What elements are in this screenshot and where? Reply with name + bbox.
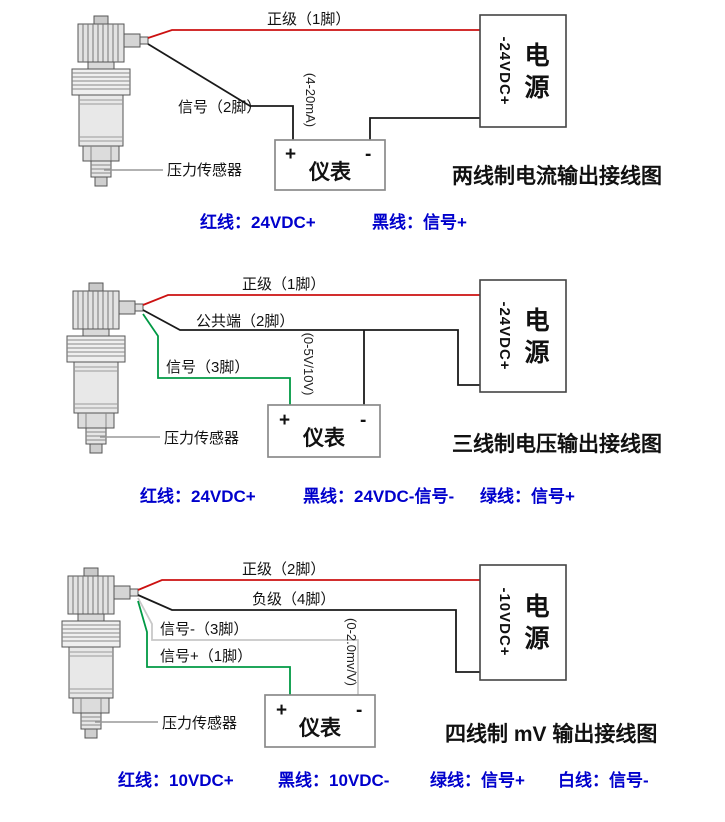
s2-label-signal: 信号（3脚） [166,359,249,376]
s1-wire-instrument-to-power [369,117,480,140]
s1-power-rail-label: -24VDC+ [496,36,513,105]
s2-instrument-name: 仪表 [302,427,346,450]
s3-power-rail-label: -10VDC+ [496,587,513,656]
s2-power-rail-label: -24VDC+ [496,301,513,370]
s3-label-sensor: 压力传感器 [162,715,237,732]
s2-wire-common [142,309,480,386]
s3-wire-signal-plus [137,600,291,695]
s1-instrument-name: 仪表 [308,161,352,184]
s3-legend-green: 绿线：信号+ [430,770,525,790]
s1-legend-black: 黑线：信号+ [372,212,467,232]
s1-power-box [479,14,567,128]
s3-power-box [479,564,567,681]
s2-power-box [479,279,567,393]
s3-instrument-name: 仪表 [298,717,342,740]
s1-label-signal: 信号（2脚） [178,99,261,116]
s3-label-positive: 正级（2脚） [242,561,325,578]
s2-wire-positive [142,294,480,306]
s3-pressure-sensor-figure [61,567,139,739]
s2-label-range: (0-5V/10V) [301,333,316,396]
s3-power-word-bottom: 源 [524,625,549,653]
s3-label-signal-plus: 信号+（1脚） [160,648,252,665]
s2-wire-signal [142,313,291,405]
s2-section-title: 三线制电压输出接线图 [452,432,662,456]
s1-pressure-sensor-figure [71,15,149,187]
s2-power-word-bottom: 源 [524,339,549,367]
s3-label-signal-minus: 信号-（3脚） [160,621,248,638]
s3-section-title: 四线制 mV 输出接线图 [445,722,657,746]
s3-instrument-box [264,694,376,748]
s1-instrument-plus: + [285,144,296,165]
s3-instrument-plus: + [276,700,287,721]
s3-legend-red: 红线：10VDC+ [118,770,234,790]
s1-instrument-box [274,139,386,191]
s1-label-positive: 正级（1脚） [267,11,350,28]
s3-wire-positive [137,579,480,591]
s2-instrument-plus: + [279,410,290,431]
s3-label-range: (0-2.0mv/V) [344,618,359,686]
s1-label-range: (4-20mA) [303,73,318,127]
s1-legend-red: 红线：24VDC+ [200,212,316,232]
s2-legend-red: 红线：24VDC+ [140,486,256,506]
s2-legend-green: 绿线：信号+ [480,486,575,506]
s2-power-word-top: 电 [524,307,549,335]
section-two-wire-current: 正级（1脚） 信号（2脚） (4-20mA) 压力传感器 + - 仪表 -24V… [71,11,662,232]
s2-label-positive: 正级（1脚） [242,276,325,293]
s3-legend-black: 黑线：10VDC- [278,770,389,790]
s3-wire-signal-minus [137,597,359,695]
s1-section-title: 两线制电流输出接线图 [452,164,662,188]
s1-wire-signal [147,43,294,140]
s1-label-sensor: 压力传感器 [167,162,242,179]
s2-label-sensor: 压力传感器 [164,430,239,447]
s2-pressure-sensor-figure [66,282,144,454]
s2-instrument-minus: - [360,410,366,431]
s2-legend-black: 黑线：24VDC-信号- [303,486,454,506]
s1-power-word-top: 电 [524,42,549,70]
s3-instrument-minus: - [356,700,362,721]
s1-wire-positive [147,29,480,39]
s2-label-common: 公共端（2脚） [196,313,294,330]
section-four-wire-mv: 正级（2脚） 负级（4脚） 信号-（3脚） 信号+（1脚） (0-2.0mv/V… [61,561,657,790]
s3-label-negative: 负级（4脚） [252,591,335,608]
s3-legend-white: 白线：信号- [558,770,649,790]
s3-power-word-top: 电 [524,593,549,621]
s2-instrument-box [267,404,381,458]
s1-power-word-bottom: 源 [524,74,549,102]
s3-wire-negative [137,594,480,673]
section-three-wire-voltage: 正级（1脚） 公共端（2脚） 信号（3脚） (0-5V/10V) 压力传感器 +… [66,276,662,506]
s1-instrument-minus: - [365,144,371,165]
